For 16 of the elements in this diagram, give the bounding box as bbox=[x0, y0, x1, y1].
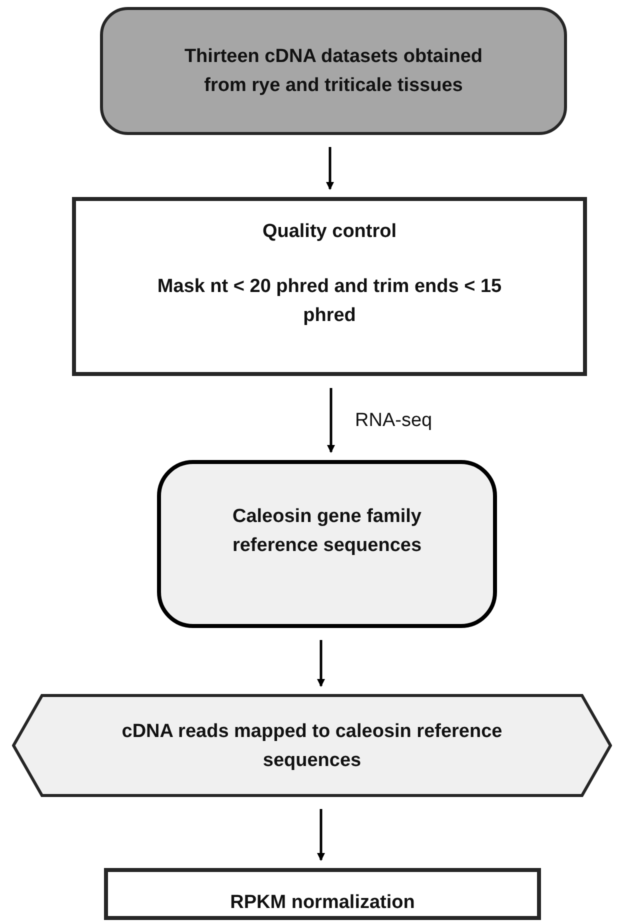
edge-label: RNA-seq bbox=[355, 410, 432, 432]
process-box bbox=[72, 197, 587, 376]
arrow bbox=[317, 640, 325, 687]
node-text: Quality control bbox=[262, 220, 397, 244]
rounded-box bbox=[100, 7, 567, 135]
arrow bbox=[326, 147, 334, 190]
node-text: Mask nt < 20 phred and trim ends < 15 phred bbox=[156, 275, 503, 328]
node-text: Caleosin gene family reference sequences bbox=[231, 505, 423, 558]
process-box bbox=[104, 868, 541, 920]
arrow bbox=[327, 388, 335, 453]
node-text: RPKM normalization bbox=[230, 891, 415, 915]
arrow bbox=[317, 809, 325, 861]
node-text: Thirteen cDNA datasets obtained from rye and triticale tissues bbox=[183, 45, 484, 98]
rounded-box bbox=[157, 460, 497, 628]
hexagon-box bbox=[12, 694, 612, 797]
node-text: cDNA reads mapped to caleosin reference sequences bbox=[120, 720, 504, 772]
